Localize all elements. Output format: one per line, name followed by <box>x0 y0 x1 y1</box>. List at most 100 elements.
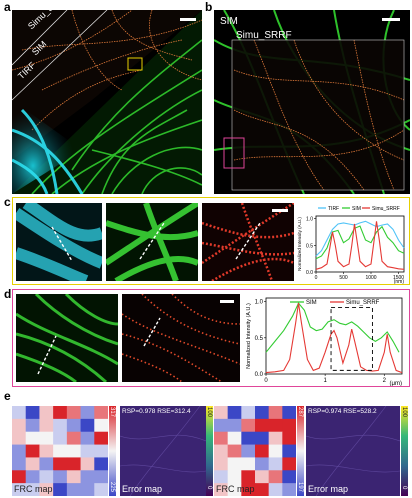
x-tick-label: 2 <box>383 378 387 384</box>
frc-cell <box>94 418 108 433</box>
x-tick-label: 500 <box>339 275 348 281</box>
legend-label: Simu_SRRF <box>372 206 400 212</box>
x-tick-label: 1500 <box>393 275 404 281</box>
panel-a-microscopy <box>12 10 202 194</box>
frc-cell <box>12 470 27 484</box>
d-sim-crop-art <box>16 294 118 382</box>
y-tick-label: 0.0 <box>255 372 264 378</box>
error-map-2: RSP=0.974 RSE=528.2 Error map <box>306 406 400 496</box>
error-colorbar-2-min: 0 <box>401 486 407 490</box>
frc-cell <box>282 483 296 496</box>
sim-crop-art <box>106 203 198 281</box>
frc-cell <box>12 418 27 433</box>
frc-cell <box>282 418 296 433</box>
frc-cell <box>214 418 229 433</box>
frc-cell <box>227 418 242 433</box>
frc-colorbar-2-min: 197 <box>297 482 303 493</box>
y-axis-label: Normalized Intensity (A.U.) <box>297 217 302 271</box>
panel-d-frame <box>12 289 410 387</box>
frc-cell <box>214 470 229 484</box>
frc-cell <box>25 457 40 471</box>
legend-label: SIM <box>306 300 317 306</box>
panel-c-frame <box>12 197 410 285</box>
frc-cell <box>53 418 68 433</box>
frc-cell <box>39 483 54 496</box>
panel-b-image: SIM Simu_SRRF <box>214 10 410 194</box>
frc-cell <box>214 483 229 496</box>
legend-label: SIM <box>352 206 361 212</box>
frc-colorbar-1-max: 317 <box>109 407 115 418</box>
y-tick-label: 0.5 <box>255 336 264 342</box>
frc-cell <box>25 483 40 496</box>
frc-colorbar-2-max: 287 <box>297 407 303 418</box>
frc-cell <box>66 470 82 484</box>
frc-map-2-label: FRC map <box>216 484 255 494</box>
frc-cell <box>282 457 296 471</box>
frc-cell <box>241 418 256 433</box>
frc-cell <box>268 444 283 458</box>
x-axis-label: (nm) <box>394 279 405 284</box>
series-simu-srrf <box>315 221 405 270</box>
frc-cell <box>241 457 256 471</box>
error-map-1-metrics: RSP=0.978 RSE=312.4 <box>122 408 191 415</box>
frc-cell <box>25 418 40 433</box>
frc-cell <box>53 431 68 446</box>
frc-cell <box>268 406 283 420</box>
frc-cell <box>94 431 108 446</box>
frc-cell <box>25 470 40 484</box>
y-tick-label: 1.0 <box>255 300 264 306</box>
frc-cell <box>268 418 283 433</box>
series-sim <box>315 225 405 260</box>
plot-area <box>265 297 403 375</box>
frc-cell <box>53 457 68 471</box>
frc-cell <box>227 406 242 420</box>
plot-area <box>315 215 405 273</box>
frc-cell <box>255 470 270 484</box>
frc-colorbar-1 <box>109 406 116 496</box>
error-colorbar-1 <box>206 406 213 496</box>
frc-cell <box>268 457 283 471</box>
frc-map-2-grid <box>214 406 296 496</box>
frc-cell <box>268 483 283 496</box>
frc-cell <box>80 418 95 433</box>
frc-map-1-grid <box>12 406 108 496</box>
region-label-b-srrf: Simu_SRRF <box>236 30 292 41</box>
legend-label: TIRF <box>328 206 339 212</box>
frc-colorbar-1-min: 225 <box>109 482 115 493</box>
frc-cell <box>12 457 27 471</box>
frc-cell <box>66 431 82 446</box>
frc-cell <box>66 457 82 471</box>
frc-cell <box>66 444 82 458</box>
d-srrf-crop-art <box>122 294 240 382</box>
y-tick-label: 0.0 <box>306 270 313 276</box>
frc-cell <box>80 457 95 471</box>
frc-cell <box>12 483 27 496</box>
frc-cell <box>241 444 256 458</box>
x-tick-label: 0 <box>264 378 268 384</box>
frc-cell <box>39 457 54 471</box>
frc-cell <box>214 457 229 471</box>
frc-cell <box>94 406 108 420</box>
frc-cell <box>241 483 256 496</box>
frc-cell <box>282 431 296 446</box>
y-axis-label: Normalized Intensity (A.U.) <box>246 303 252 369</box>
panel-d-srrf-crop <box>122 294 240 382</box>
frc-cell <box>241 470 256 484</box>
frc-cell <box>214 444 229 458</box>
srrf-crop-art <box>202 203 294 281</box>
x-tick-label: 1 <box>323 378 327 384</box>
frc-cell <box>227 483 242 496</box>
frc-cell <box>227 431 242 446</box>
panel-label-b: b <box>205 0 213 14</box>
x-tick-label: 0 <box>315 275 318 281</box>
frc-cell <box>80 483 95 496</box>
frc-cell <box>282 406 296 420</box>
frc-cell <box>80 444 95 458</box>
legend-label: Simu_SRRF <box>346 300 380 306</box>
frc-cell <box>282 470 296 484</box>
frc-cell <box>241 406 256 420</box>
frc-map-1-label: FRC map <box>14 484 53 494</box>
panel-c-tirf-crop <box>16 203 102 281</box>
